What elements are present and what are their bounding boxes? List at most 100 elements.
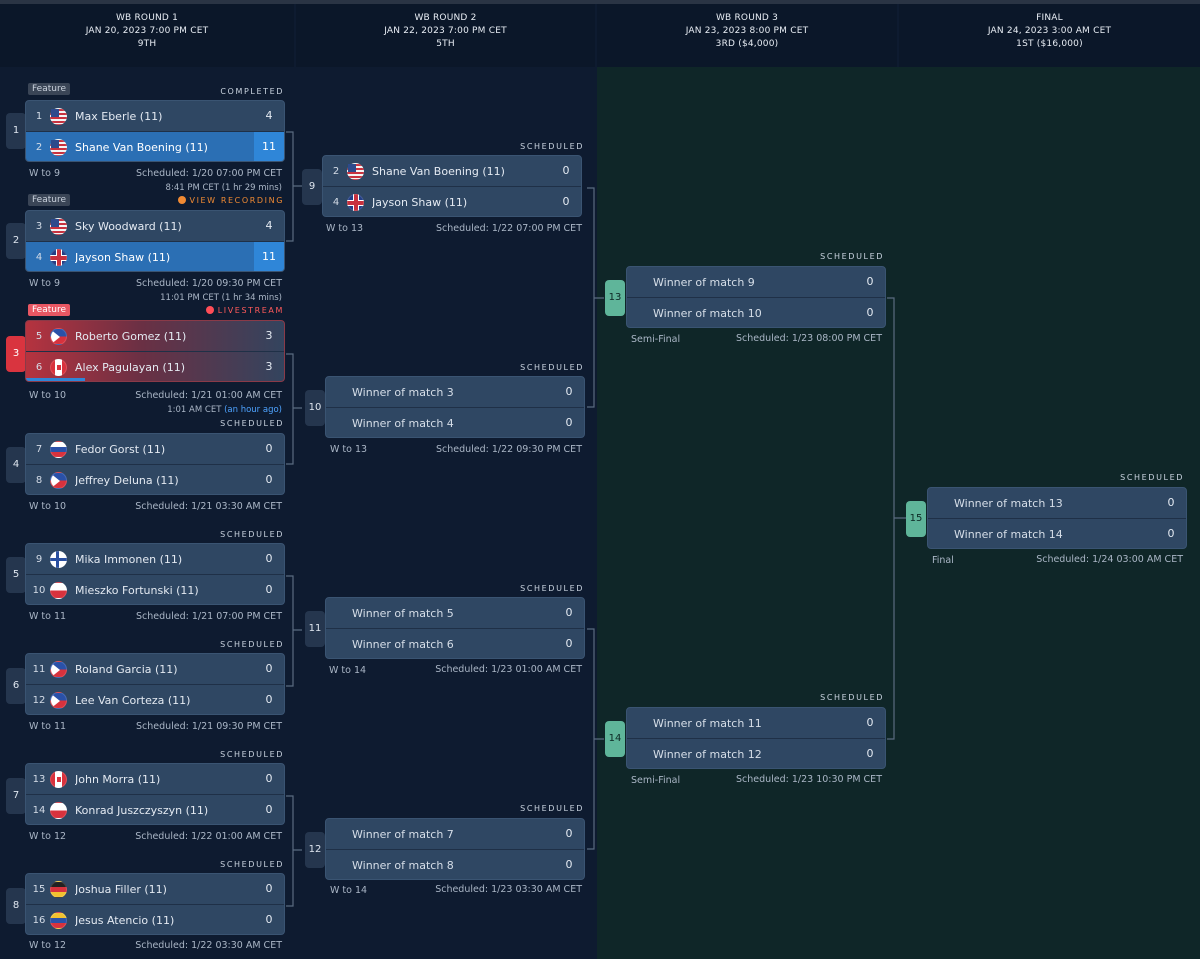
match-card-9[interactable]: 2 Shane Van Boening (11) 0 4 Jayson Shaw… xyxy=(322,155,582,217)
view-recording-link[interactable]: VIEW RECORDING xyxy=(150,196,284,205)
match-number-7[interactable]: 7 xyxy=(6,778,26,814)
player-row[interactable]: 10 Mieszko Fortunski (11) 0 xyxy=(32,581,273,599)
played-time: 8:41 PM CET (1 hr 29 mins) xyxy=(165,183,282,193)
match-progress-bar xyxy=(26,378,86,381)
schedule-time: Scheduled: 1/21 03:30 AM CET xyxy=(135,501,282,512)
connector-9-10 xyxy=(587,187,604,408)
player-row-winner[interactable]: 4 Jayson Shaw (11) 11 xyxy=(26,242,284,271)
match-status: COMPLETED xyxy=(220,87,284,96)
schedule-time: Scheduled: 1/22 03:30 AM CET xyxy=(135,940,282,951)
schedule-time: Scheduled: 1/21 09:30 PM CET xyxy=(135,721,282,732)
player-row-winner[interactable]: 2 Shane Van Boening (11) 11 xyxy=(26,132,284,161)
match-card-6[interactable]: 11 Roland Garcia (11) 0 12 Lee Van Corte… xyxy=(25,653,285,715)
match-number-3[interactable]: 3 xyxy=(6,336,26,372)
match-number-6[interactable]: 6 xyxy=(6,668,26,704)
livestream-link[interactable]: LIVESTREAM xyxy=(150,306,284,315)
schedule-time: Scheduled: 1/21 07:00 PM CET xyxy=(135,611,282,622)
connector-3-4 xyxy=(286,353,302,465)
schedule-time: Scheduled: 1/22 07:00 PM CET xyxy=(435,223,582,234)
advance-label: W to 10 xyxy=(29,501,67,512)
de-flag-icon xyxy=(50,880,67,898)
ph-flag-icon xyxy=(50,660,67,678)
match-card-5[interactable]: 9 Mika Immonen (11) 0 10 Mieszko Fortuns… xyxy=(25,543,285,605)
match-number-9[interactable]: 9 xyxy=(302,169,322,205)
match-number-13[interactable]: 13 xyxy=(605,280,625,316)
player-row[interactable]: 15 Joshua Filler (11) 0 xyxy=(32,880,273,898)
feature-tag: Feature xyxy=(28,83,71,95)
player-row[interactable]: 6 Alex Pagulayan (11) 3 xyxy=(35,358,273,376)
match-card-7[interactable]: 13 John Morra (11) 0 14 Konrad Juszczysz… xyxy=(25,763,285,825)
schedule-time: Scheduled: 1/23 03:30 AM CET xyxy=(435,884,582,895)
player-row[interactable]: 16 Jesus Atencio (11) 0 xyxy=(32,911,273,929)
match-card-2[interactable]: 3 Sky Woodward (11) 4 4 Jayson Shaw (11)… xyxy=(25,210,285,272)
advance-label: W to 12 xyxy=(29,940,67,951)
player-row[interactable]: 5 Roberto Gomez (11) 3 xyxy=(35,327,273,345)
match-number-11[interactable]: 11 xyxy=(305,611,325,647)
match-status: SCHEDULED xyxy=(520,584,584,593)
player-row[interactable]: 8 Jeffrey Deluna (11) 0 xyxy=(35,471,273,489)
match-number-12[interactable]: 12 xyxy=(305,832,325,868)
fi-flag-icon xyxy=(50,550,67,568)
player-row[interactable]: 7 Fedor Gorst (11) 0 xyxy=(35,440,273,458)
player-row[interactable]: 1 Max Eberle (11) 4 xyxy=(35,107,273,125)
live-dot-icon xyxy=(205,306,214,314)
player-row[interactable]: 14 Konrad Juszczyszyn (11) 0 xyxy=(32,801,273,819)
us-flag-icon xyxy=(50,107,67,125)
ca-flag-icon xyxy=(50,358,67,376)
match-number-5[interactable]: 5 xyxy=(6,557,26,593)
player-row[interactable]: 4 Jayson Shaw (11) 0 xyxy=(332,193,570,211)
us-flag-icon xyxy=(50,138,67,156)
advance-label: W to 11 xyxy=(29,611,67,622)
ve-flag-icon xyxy=(50,911,67,929)
player-row[interactable]: 2 Shane Van Boening (11) 0 xyxy=(332,162,570,180)
schedule-time: Scheduled: 1/23 01:00 AM CET xyxy=(435,664,582,675)
schedule-time: Scheduled: 1/21 01:00 AM CET xyxy=(135,390,282,401)
match-number-8[interactable]: 8 xyxy=(6,888,26,924)
advance-label: W to 9 xyxy=(29,278,61,289)
match-card-3-live[interactable]: 5 Roberto Gomez (11) 3 6 Alex Pagulayan … xyxy=(25,320,285,382)
match-number-4[interactable]: 4 xyxy=(6,447,26,483)
ph-flag-icon xyxy=(50,327,67,345)
match-card-1[interactable]: 1 Max Eberle (11) 4 2 Shane Van Boening … xyxy=(25,100,285,162)
match-card-4[interactable]: 7 Fedor Gorst (11) 0 8 Jeffrey Deluna (1… xyxy=(25,433,285,495)
player-row[interactable]: 12 Lee Van Corteza (11) 0 xyxy=(32,691,273,709)
feature-tag: Feature xyxy=(28,194,71,206)
match-number-15[interactable]: 15 xyxy=(906,501,926,537)
match-number-10[interactable]: 10 xyxy=(305,390,325,426)
match-number-1[interactable]: 1 xyxy=(6,113,26,149)
connector-1-2 xyxy=(286,131,302,242)
player-row[interactable]: 11 Roland Garcia (11) 0 xyxy=(32,660,273,678)
player-row[interactable]: 9 Mika Immonen (11) 0 xyxy=(35,550,273,568)
uk-flag-icon xyxy=(347,193,364,211)
player-row[interactable]: 13 John Morra (11) 0 xyxy=(32,770,273,788)
player-row[interactable]: 3 Sky Woodward (11) 4 xyxy=(35,217,273,235)
schedule-time: Scheduled: 1/22 09:30 PM CET xyxy=(435,444,582,455)
started-time: 1:01 AM CET (an hour ago) xyxy=(167,405,282,415)
match-card-8[interactable]: 15 Joshua Filler (11) 0 16 Jesus Atencio… xyxy=(25,873,285,935)
match-number-2[interactable]: 2 xyxy=(6,223,26,259)
match-number-14[interactable]: 14 xyxy=(605,721,625,757)
advance-label: W to 14 xyxy=(330,885,368,896)
